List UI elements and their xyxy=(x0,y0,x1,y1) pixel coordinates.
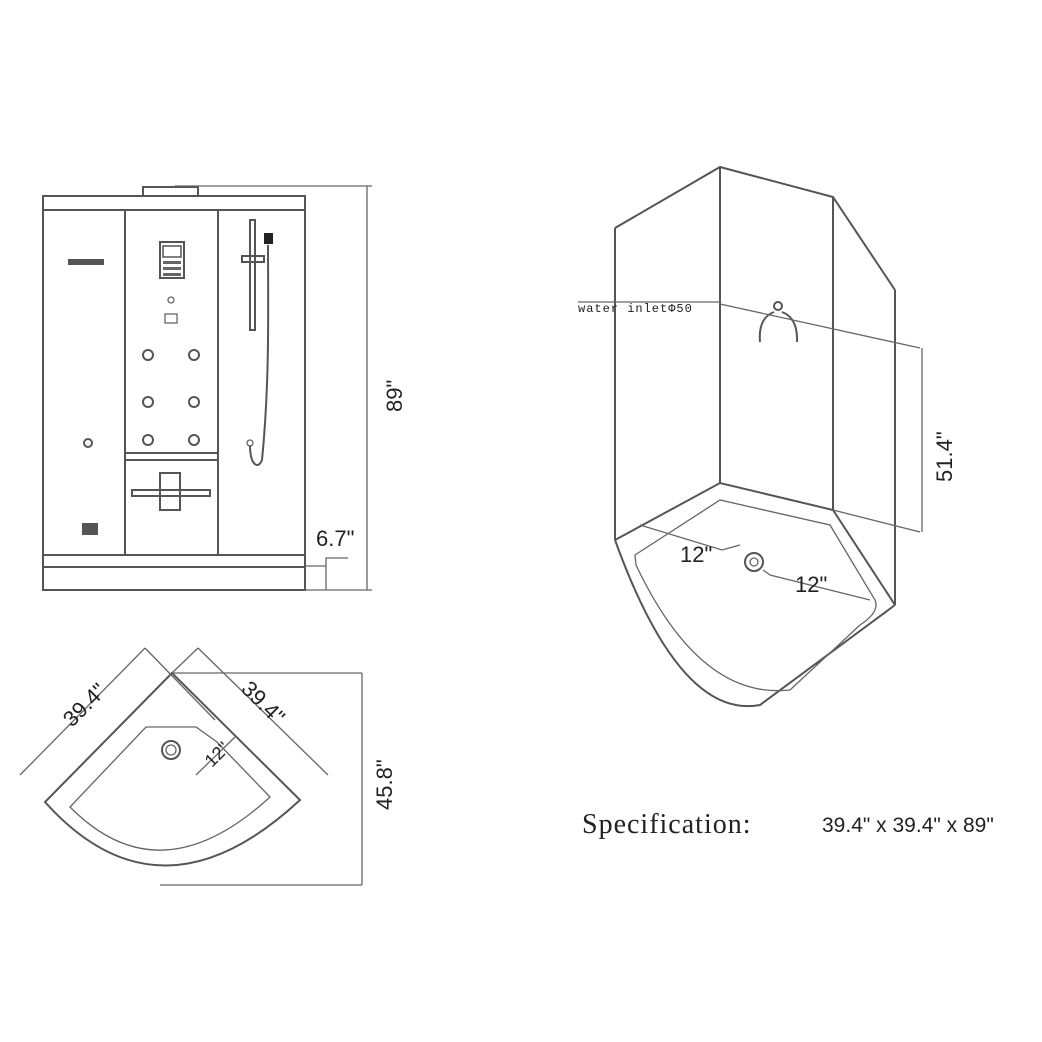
specification-label: Specification: xyxy=(582,809,752,840)
water-inlet-label: water inletΦ50 xyxy=(578,302,693,316)
switch-icon xyxy=(82,523,98,535)
height-label: 89" xyxy=(382,380,407,412)
knob-icon xyxy=(83,438,93,448)
front-view: 89" 6.7" xyxy=(42,185,407,591)
seat-icon xyxy=(159,472,181,511)
specification: Specification: 39.4" x 39.4" x 89" xyxy=(582,809,994,840)
iso-view: water inletΦ50 51.4" 12" 12" xyxy=(578,165,957,708)
slide-bar-icon xyxy=(249,219,256,331)
drain-offset-a-label: 12" xyxy=(680,542,712,567)
base-height-label: 6.7" xyxy=(316,526,354,551)
inlet-height-label: 51.4" xyxy=(932,431,957,482)
rain-shower-icon xyxy=(68,259,104,265)
drain-icon xyxy=(744,552,764,572)
handheld-shower-icon xyxy=(264,233,273,244)
specification-value: 39.4" x 39.4" x 89" xyxy=(822,814,994,837)
body-jet-icons xyxy=(142,349,200,446)
drain-icon xyxy=(161,740,181,760)
side-a-label: 39.4" xyxy=(58,678,111,731)
plan-view: 39.4" 39.4" 12" 45.8" xyxy=(19,647,397,886)
depth-label: 45.8" xyxy=(372,759,397,810)
side-b-label: 39.4" xyxy=(236,676,289,729)
control-panel-icon xyxy=(159,241,185,279)
drain-offset-b-label: 12" xyxy=(795,572,827,597)
water-inlet-icon xyxy=(773,301,783,311)
